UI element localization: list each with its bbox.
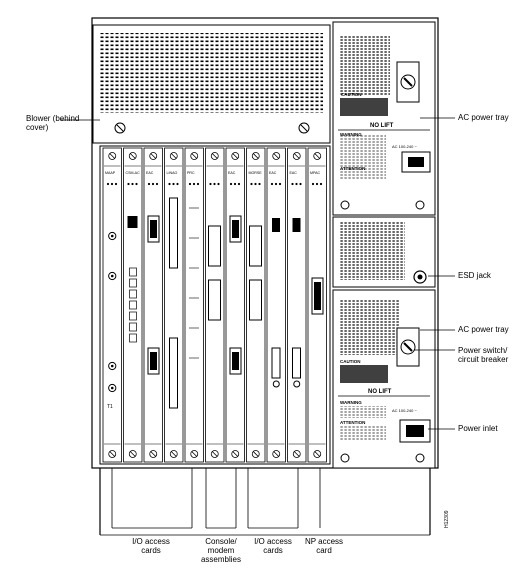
card-slot: MORSE	[246, 147, 266, 463]
warning-label-top: WARNING	[340, 132, 362, 137]
blower-cover	[92, 24, 331, 144]
warning-label-bottom: WARNING	[340, 400, 362, 405]
card-slot: EAC	[143, 147, 163, 463]
card-slot: MPAC	[307, 147, 327, 463]
callout-ac-power-tray-bottom: AC power tray	[458, 325, 509, 334]
card-label: EAC	[146, 171, 154, 175]
attention-label-bottom: ATTENTION	[340, 420, 365, 425]
ac-power-tray-top: CAUTION NO LIFT WARNING ATTENTION AC 100…	[332, 21, 436, 216]
card-label: EAC	[228, 171, 236, 175]
attention-label-top: ATTENTION	[340, 166, 365, 171]
callout-console-modem: Console/ modem assemblies	[200, 537, 241, 564]
card-slot: LINAO	[164, 147, 184, 463]
callout-io-cards-right: I/O access cards	[254, 537, 292, 555]
caution-label-bottom: CAUTION	[340, 359, 361, 364]
card-label: CSM-AC	[126, 171, 141, 175]
caution-label-top: CAUTION	[341, 92, 362, 97]
callout-io-cards-left: I/O access cards	[132, 537, 170, 555]
card-cage: MAAP CSM-AC EAC LINAO PRC EAC MORSE EAC EAC MPAC T…	[99, 145, 331, 465]
callout-blower: Blower (behind cover)	[26, 114, 80, 132]
figure-id: H12309	[444, 510, 450, 528]
card-label: MAAP	[105, 171, 116, 175]
card-label: MORSE	[249, 171, 263, 175]
no-lift-label-top: NO LIFT	[370, 123, 394, 129]
card-label: LINAO	[167, 171, 178, 175]
card-slot: EAC	[266, 147, 286, 463]
callout-ac-power-tray-top: AC power tray	[458, 113, 509, 122]
callout-np-card: NP access card	[304, 537, 344, 555]
ac-power-tray-bottom: CAUTION NO LIFT WARNING ATTENTION AC 100…	[332, 289, 436, 469]
card-slot: EAC	[225, 147, 245, 463]
no-lift-label-bottom: NO LIFT	[368, 389, 392, 395]
card-label: MPAC	[310, 171, 321, 175]
card-slot: MAAP	[102, 147, 122, 463]
card-slot: CSM-AC	[123, 147, 143, 463]
esd-panel	[332, 216, 436, 288]
card-label: EAC	[290, 171, 298, 175]
callout-esd-jack: ESD jack	[458, 271, 491, 280]
card-slot: PRC	[184, 147, 204, 463]
card-slot: EAC	[287, 147, 307, 463]
leader-lines	[60, 117, 455, 529]
card-label: PRC	[187, 171, 195, 175]
card-label: EAC	[269, 171, 277, 175]
card-slot	[205, 147, 225, 463]
ac-rating-bottom: AC 100-240 ~	[392, 408, 417, 413]
ac-rating-top: AC 100-240 ~	[392, 144, 417, 149]
callout-power-switch: Power switch/ circuit breaker	[458, 346, 509, 364]
callout-power-inlet: Power inlet	[458, 424, 498, 433]
card-t1-label: T1	[107, 404, 113, 410]
chassis-frame	[91, 17, 439, 536]
